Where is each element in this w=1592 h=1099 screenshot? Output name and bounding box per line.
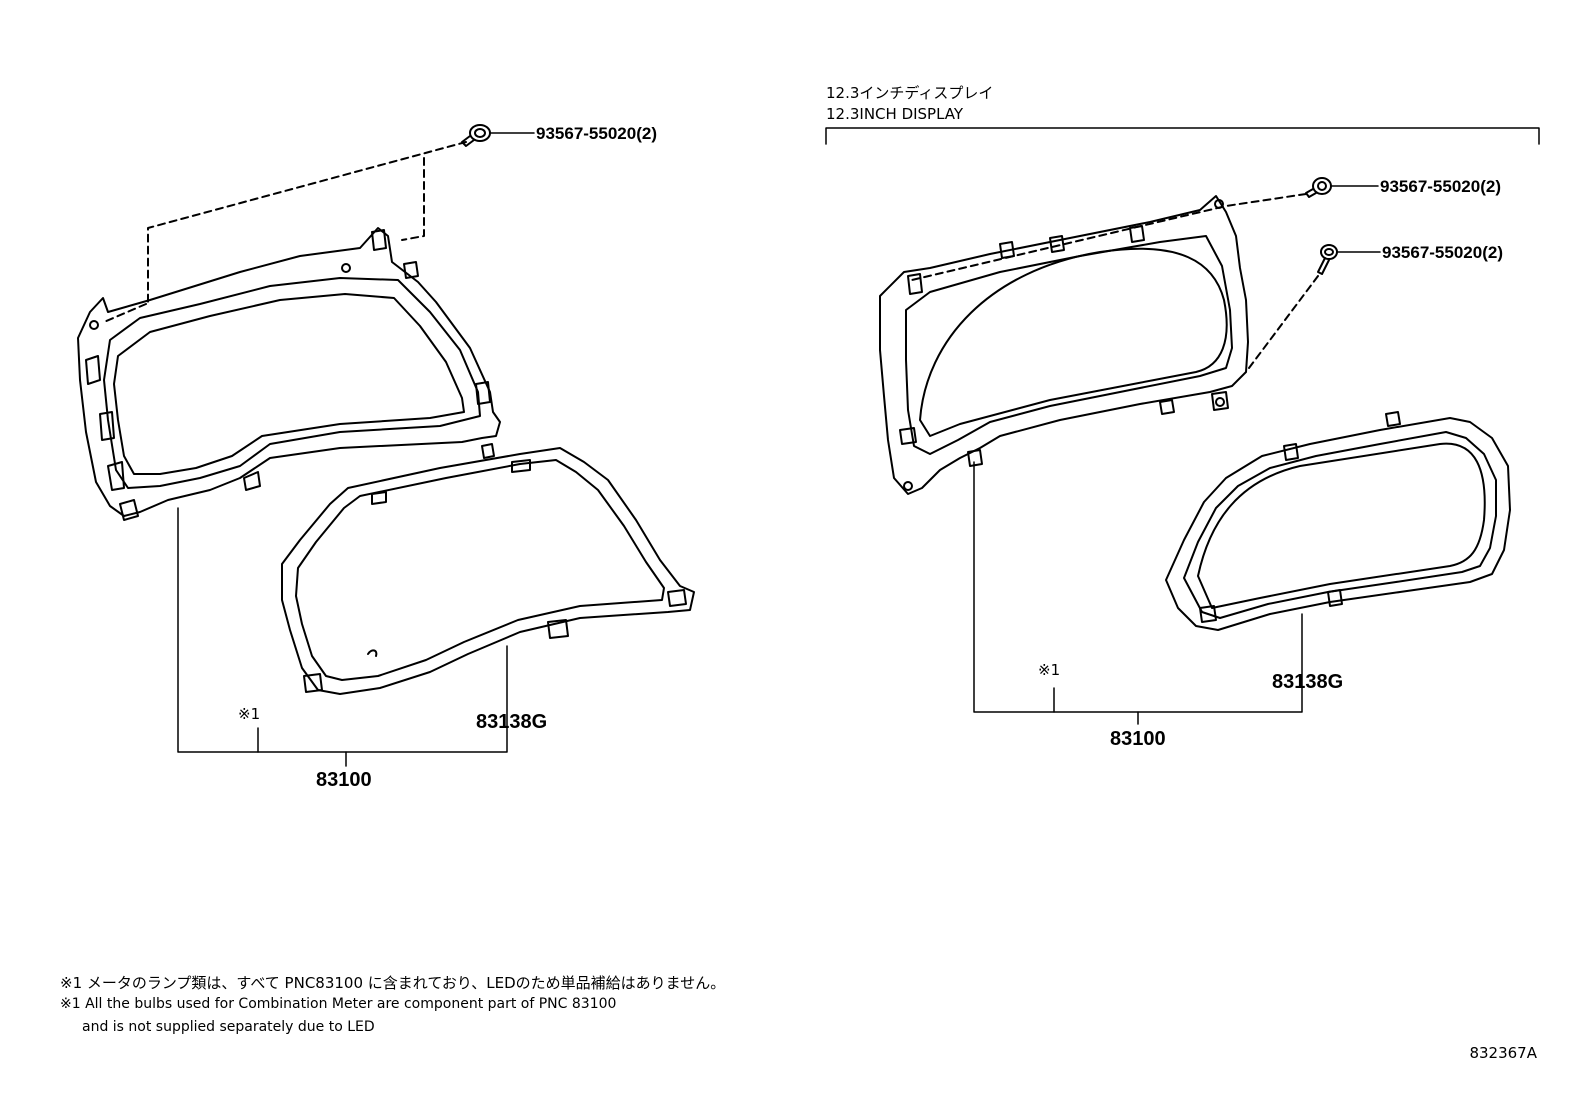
footnote-en-line2: and is not supplied separately due to LE… <box>82 1019 375 1035</box>
left-bolt-dashed-leader-3 <box>103 303 147 323</box>
illustration-code: 832367A <box>1469 1044 1537 1062</box>
right-meter-housing <box>879 195 1249 495</box>
display-header-en: 12.3INCH DISPLAY <box>826 105 964 123</box>
right-bolt-a-part-number[interactable]: 93567-55020(2) <box>1380 177 1501 196</box>
left-bolt-dashed-leader <box>147 141 467 305</box>
left-bolt-part-number[interactable]: 93567-55020(2) <box>536 124 657 143</box>
right-bolt-b-part-number[interactable]: 93567-55020(2) <box>1382 243 1503 262</box>
left-assy-bracket <box>177 507 508 753</box>
right-lens-part-number[interactable]: 83138G <box>1272 671 1343 693</box>
right-bolt-b-dashed-leader <box>1245 275 1319 373</box>
right-note-marker: ※1 <box>1038 661 1060 679</box>
right-bolt-a-dashed-leader <box>911 193 1307 281</box>
right-assy-part-number[interactable]: 83100 <box>1110 728 1166 750</box>
right-bolt-b-icon <box>1317 244 1338 275</box>
right-assy-bracket <box>973 461 1303 713</box>
left-lens-part-number[interactable]: 83138G <box>476 711 547 733</box>
right-meter-lens <box>1165 411 1511 631</box>
left-meter-lens <box>281 443 695 695</box>
left-bolt-dashed-leader-2 <box>401 157 425 241</box>
footnote-en-line1: ※1 All the bulbs used for Combination Me… <box>60 996 617 1012</box>
left-assy-part-number[interactable]: 83100 <box>316 769 372 791</box>
display-group-bracket <box>825 127 1540 145</box>
footnote-jp: ※1 メータのランプ類は、すべて PNC83100 に含まれており、LEDのため… <box>60 974 726 992</box>
left-note-marker: ※1 <box>238 705 260 723</box>
right-bolt-a-icon <box>1305 177 1332 198</box>
display-header-jp: 12.3インチディスプレイ <box>826 84 993 102</box>
left-meter-housing <box>77 227 501 521</box>
